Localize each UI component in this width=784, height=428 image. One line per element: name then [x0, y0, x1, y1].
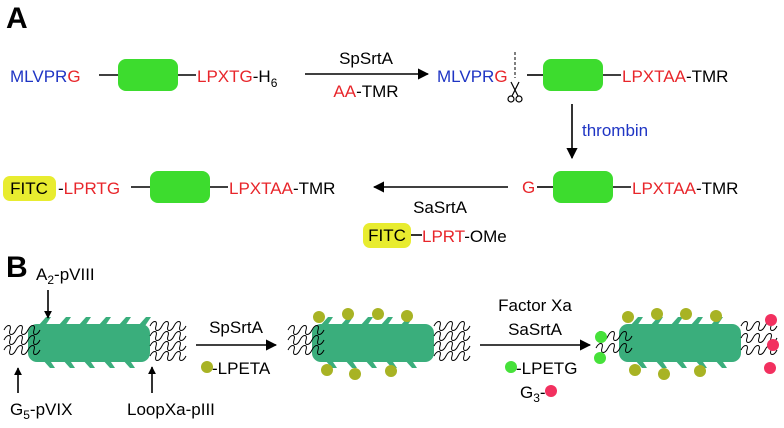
olive-dots	[622, 308, 722, 380]
construct-a2: MLVPRG LPXTAA-TMR	[437, 52, 728, 103]
construct-a1: MLVPRG LPXTG-H6	[10, 59, 278, 91]
substrate-label: LPETA	[218, 359, 271, 378]
phage-body	[312, 324, 434, 362]
fitc-badge	[363, 223, 411, 248]
enzyme-label: thrombin	[582, 121, 648, 140]
olive-dots	[313, 308, 413, 380]
g5-sub: 5	[23, 408, 30, 422]
c-term-red: LPXTAA	[622, 67, 687, 86]
n-term-red: G	[67, 67, 80, 86]
svg-text:MLVPRG: MLVPRG	[437, 67, 508, 86]
g5-main: G	[10, 400, 23, 419]
phage-1	[3, 317, 187, 368]
reaction-step-2: thrombin	[566, 104, 648, 160]
n-term-blue: MLVPR	[437, 67, 494, 86]
svg-text:G5-pVIX: G5-pVIX	[10, 400, 72, 422]
substrate-dash: -	[516, 359, 522, 378]
pink-dots	[764, 314, 779, 374]
svg-text:LPXTAA-TMR: LPXTAA-TMR	[229, 179, 335, 198]
g3-main: G	[520, 383, 533, 402]
phage-2	[287, 308, 471, 380]
construct-a4: FITC -LPRTG LPXTAA-TMR	[3, 171, 335, 203]
protein-box	[150, 171, 210, 203]
svg-text:-LPETA: -LPETA	[212, 359, 271, 378]
c-term-tag: -H	[253, 67, 271, 86]
reaction-step-3: SaSrtA FITC LPRT-OMe	[363, 181, 508, 248]
a2-rest: -pVIII	[54, 265, 95, 284]
svg-text:MLVPRG: MLVPRG	[10, 67, 81, 86]
reagent-red: AA	[333, 82, 356, 101]
right-coils	[149, 321, 187, 361]
green-dots	[594, 331, 607, 364]
panel-label-b: B	[6, 251, 28, 284]
reagent-black: -TMR	[356, 82, 398, 101]
reaction-step-b2: Factor Xa SaSrtA -LPETG G3-	[480, 296, 592, 405]
enzyme-label: SpSrtA	[339, 49, 394, 68]
construct-a3: G LPXTAA-TMR	[522, 171, 738, 203]
n-term-red: G	[494, 67, 507, 86]
green-dot	[505, 361, 517, 373]
svg-text:LPXTG-H6: LPXTG-H6	[197, 67, 278, 90]
protein-box	[543, 59, 603, 91]
enzyme-label: SaSrtA	[413, 198, 468, 217]
c-term-red: LPXTAA	[632, 179, 697, 198]
n-dash: -	[58, 179, 64, 198]
svg-text:LPRT-OMe: LPRT-OMe	[422, 227, 507, 246]
phage-body	[28, 324, 150, 362]
svg-text:LPXTAA-TMR: LPXTAA-TMR	[632, 179, 738, 198]
reaction-step-1: SpSrtA AA-TMR	[305, 49, 430, 101]
phage-body	[619, 324, 741, 362]
g5-rest: -pVIX	[30, 400, 73, 419]
svg-text:-LPETG: -LPETG	[516, 359, 577, 378]
enzyme-label-1: Factor Xa	[498, 296, 572, 315]
peptide-black: -OMe	[464, 227, 507, 246]
enzyme-label: SpSrtA	[209, 318, 264, 337]
substrate-label: LPETG	[522, 359, 578, 378]
fitc-label: FITC	[368, 226, 406, 245]
phage-3	[594, 308, 779, 380]
fitc-label: FITC	[10, 179, 48, 198]
n-term-blue: MLVPR	[10, 67, 67, 86]
olive-dot	[201, 361, 213, 373]
svg-text:G3-: G3-	[520, 383, 546, 405]
panel-label-a: A	[6, 2, 28, 35]
enzyme-label-2: SaSrtA	[508, 320, 563, 339]
loop-label: LoopXa-pIII	[127, 400, 215, 419]
svg-text:AA-TMR: AA-TMR	[333, 82, 398, 101]
fitc-badge	[3, 176, 56, 201]
scissors-icon	[507, 81, 523, 103]
reaction-step-b1: SpSrtA -LPETA	[196, 318, 278, 378]
c-term-red: LPXTAA	[229, 179, 294, 198]
g3-sub: 3	[533, 391, 540, 405]
c-term-red: LPXTG	[197, 67, 253, 86]
a2-sub: 2	[47, 273, 54, 287]
protein-box	[553, 171, 613, 203]
n-term-red: G	[522, 178, 535, 197]
c-term-tag: -TMR	[696, 179, 738, 198]
c-term-tag-sub: 6	[271, 76, 278, 90]
g3-dash: -	[540, 383, 546, 402]
svg-text:A2-pVIII: A2-pVIII	[36, 265, 95, 287]
protein-box	[118, 59, 178, 91]
peptide-red: LPRT	[422, 227, 465, 246]
svg-text:LPXTAA-TMR: LPXTAA-TMR	[622, 67, 728, 86]
a2-main: A	[36, 265, 48, 284]
substrate-dash: -	[212, 359, 218, 378]
c-term-tag: -TMR	[293, 179, 335, 198]
pink-dot	[545, 385, 557, 397]
right-coils	[433, 321, 471, 361]
c-term-tag: -TMR	[686, 67, 728, 86]
svg-text:-LPRTG: -LPRTG	[58, 179, 120, 198]
n-term-red: LPRTG	[64, 179, 120, 198]
